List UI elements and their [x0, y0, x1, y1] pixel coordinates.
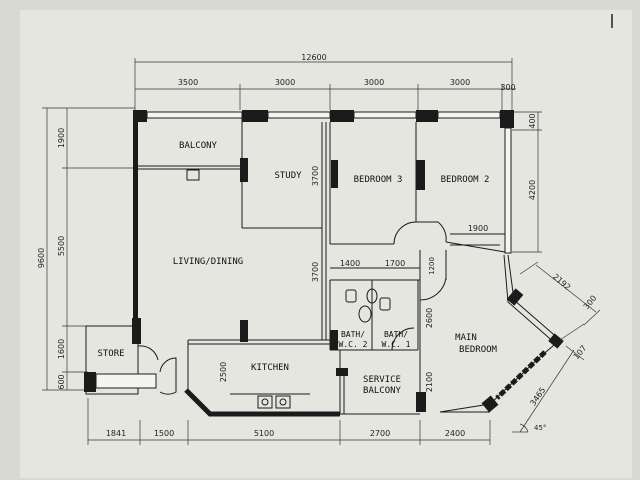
room-study: STUDY: [274, 171, 302, 181]
dim-left-1: 1900: [57, 128, 66, 148]
dim-total-width: 12600: [301, 53, 326, 62]
room-store: STORE: [97, 349, 124, 359]
dim-bath-width-2: 1700: [385, 259, 405, 268]
dim-mainbed-v2: 2100: [425, 372, 434, 392]
diag-tick-2: [583, 309, 601, 326]
dim-top-4: 3000: [450, 78, 470, 87]
dim-right-2: 4200: [528, 180, 537, 200]
dim-left-2: 5500: [57, 236, 66, 256]
floor-trap: [186, 169, 200, 181]
dim-small-vertical: 1200: [428, 257, 436, 275]
dim-bottom-3: 5100: [254, 429, 274, 438]
wc1-toilet: [379, 297, 391, 311]
wc2-toilet: [345, 289, 357, 303]
room-bath-wc1-line1: BATH/: [384, 330, 408, 339]
wc2-basin: [358, 305, 372, 323]
left-dimensions: [42, 107, 135, 391]
sink-drain-right: [279, 398, 287, 406]
dim-study-height: 3700: [311, 166, 320, 186]
dim-right-1: 400: [528, 113, 537, 128]
dim-bottom-4: 2700: [370, 429, 390, 438]
room-balcony: BALCONY: [179, 141, 218, 151]
bedroom3-column: [331, 160, 338, 188]
sink-drain-left: [261, 398, 269, 406]
kitchen-column: [240, 320, 248, 342]
dim-bottom-5: 2400: [445, 429, 465, 438]
store-door-arc: [137, 345, 159, 361]
diag-tick-1: [519, 261, 539, 275]
diag-dim-line-3: [519, 349, 575, 433]
room-bedroom-2: BEDROOM 2: [441, 175, 490, 185]
top-dimensions: [134, 58, 516, 110]
sink-right: [275, 395, 291, 409]
diag-dim-line-1: [535, 264, 597, 313]
dim-top-1: 3500: [178, 78, 198, 87]
dim-top-5: 300: [500, 83, 515, 92]
diag-tick-3: [565, 345, 585, 361]
wc1-basin: [366, 288, 378, 304]
room-bath-wc2-line1: BATH/: [341, 330, 365, 339]
bedroom2-door-arc: [416, 221, 447, 243]
bedroom3-door-arc: [393, 221, 417, 245]
mainbed-door-arc: [419, 277, 447, 301]
dim-angle: 45°: [534, 424, 546, 432]
bay-column-1: [506, 288, 524, 306]
room-bedroom-3: BEDROOM 3: [354, 175, 403, 185]
dim-top-2: 3000: [275, 78, 295, 87]
bay-column-2: [548, 333, 564, 349]
room-main-bedroom-line2: BEDROOM: [459, 345, 498, 355]
kitchen-door: [159, 357, 177, 395]
dim-corridor: 1900: [468, 224, 488, 233]
right-dimensions: [512, 111, 542, 253]
room-service-balcony-line1: SERVICE: [363, 375, 401, 385]
dim-left-4: 600: [57, 374, 66, 389]
dim-left-3: 1600: [57, 339, 66, 359]
dim-top-3: 3000: [364, 78, 384, 87]
dim-mid-height: 3700: [311, 262, 320, 282]
room-bath-wc2-line2: W.C. 2: [339, 340, 368, 349]
study-column: [240, 158, 248, 182]
wc1-door-arc: [391, 327, 415, 351]
room-bath-wc1-line2: W.C. 1: [382, 340, 411, 349]
sink-left: [257, 395, 273, 409]
service-column: [336, 368, 348, 376]
room-service-balcony-line2: BALCONY: [363, 386, 402, 396]
dim-bottom-2: 1500: [154, 429, 174, 438]
room-kitchen: KITCHEN: [251, 363, 289, 373]
walls: [84, 110, 514, 395]
bedroom2-wall-bottom: [445, 241, 506, 253]
dim-left-total: 9600: [37, 248, 46, 268]
diag-dim-line-2: [559, 323, 585, 341]
bay-window-inner: [503, 254, 557, 345]
dim-bath-width-1: 1400: [340, 259, 360, 268]
dim-kitchen-v: 2500: [219, 362, 228, 382]
bay-window-glass: [495, 350, 547, 400]
room-living-dining: LIVING/DINING: [173, 257, 243, 267]
mainbed-column: [416, 392, 426, 412]
kitchen-outer-wall: [184, 388, 340, 417]
bay-column-3: [481, 395, 499, 413]
dim-bottom-1: 1841: [106, 429, 126, 438]
dim-mainbed-v1: 2600: [425, 308, 434, 328]
bottom-dimensions: [87, 398, 491, 445]
bath-column: [330, 330, 338, 350]
bedroom2-column: [416, 160, 425, 190]
angle-arc: [519, 423, 529, 433]
room-main-bedroom-line1: MAIN: [455, 333, 477, 343]
